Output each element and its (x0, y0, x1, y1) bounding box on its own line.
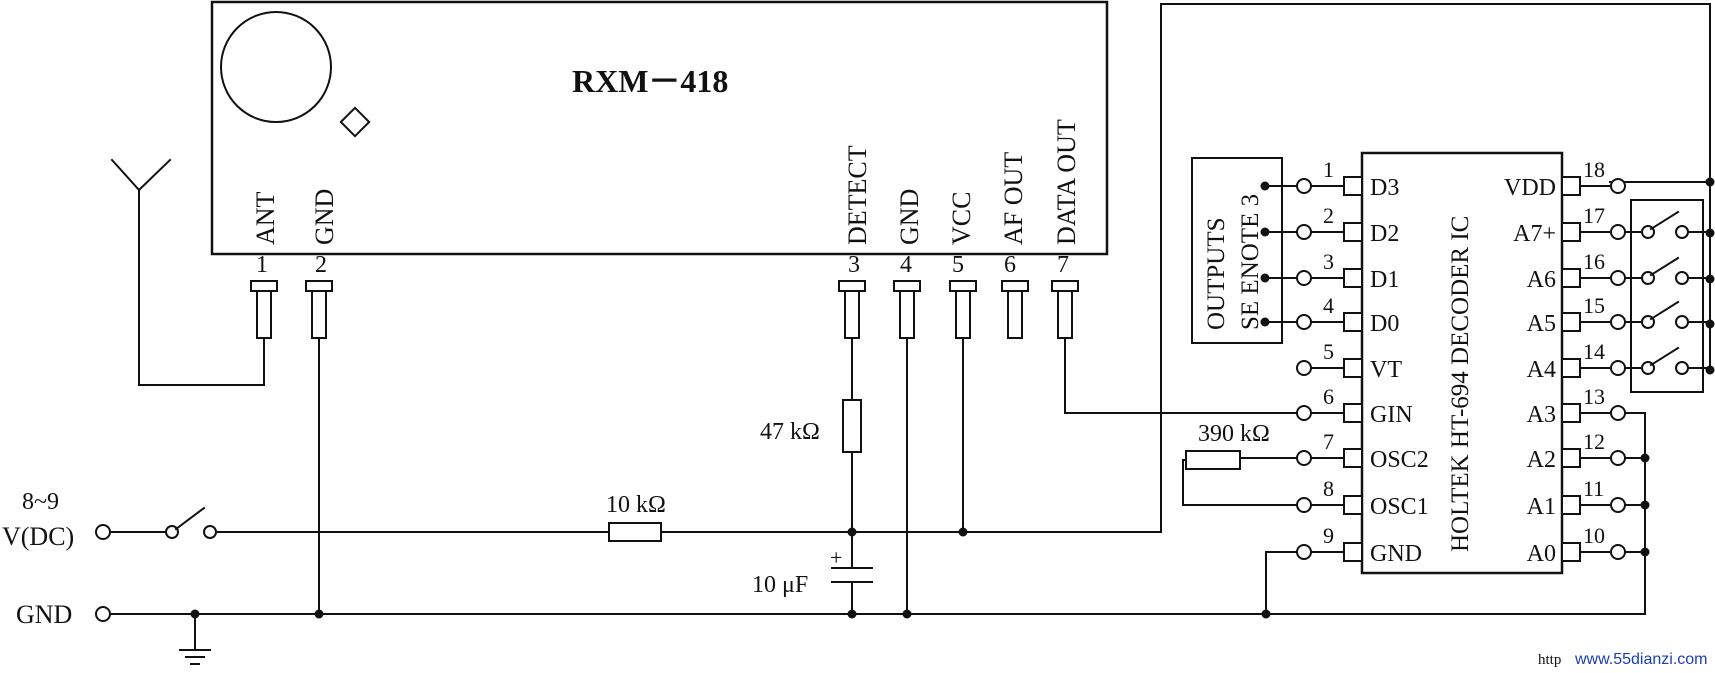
module-crystal (220, 11, 332, 123)
decoder-ic (1360, 151, 1564, 575)
pin-number-2: 2 (315, 252, 327, 278)
pin-label-ant: ANT (251, 191, 280, 245)
decoder-pin-label-d0: D0 (1370, 311, 1399, 337)
decoder-pin-num-11: 11 (1583, 476, 1604, 501)
decoder-pin-num-2: 2 (1323, 203, 1334, 228)
capacitor-polarity: + (830, 545, 842, 570)
decoder-pin-label-a2: A2 (1527, 447, 1556, 473)
decoder-pin-num-8: 8 (1323, 476, 1334, 501)
voltage-label-bottom: V(DC) (2, 522, 74, 551)
decoder-pin-num-10: 10 (1583, 523, 1605, 548)
watermark-prefix: http (1538, 652, 1561, 668)
pin-label-gnd2: GND (895, 189, 924, 245)
pin-number-7: 7 (1057, 252, 1069, 278)
decoder-pin-num-1: 1 (1323, 157, 1334, 182)
capacitor-label: 10 μF (752, 572, 808, 598)
decoder-pin-label-d2: D2 (1370, 221, 1399, 247)
decoder-pin-label-gin: GIN (1370, 402, 1413, 428)
power-switch-icon (165, 506, 217, 539)
decoder-name: HOLTEK HT-694 DECODER IC (1447, 216, 1474, 552)
ground-label: GND (16, 600, 72, 629)
decoder-pin-label-a1: A1 (1527, 494, 1556, 520)
resistor-10k-label: 10 kΩ (606, 492, 666, 518)
module-title: RXM－418 (572, 63, 728, 99)
capacitor-10uf (831, 567, 873, 583)
resistor-10k (608, 522, 662, 542)
decoder-pin-num-13: 13 (1583, 384, 1605, 409)
decoder-pin-num-3: 3 (1323, 249, 1334, 274)
decoder-pin-label-a7: A7+ (1513, 221, 1556, 247)
decoder-pin-label-vdd: VDD (1504, 175, 1556, 201)
decoder-pin-label-a4: A4 (1527, 357, 1556, 383)
decoder-pin-label-osc1: OSC1 (1370, 494, 1429, 520)
outputs-label: OUTPUTS (1203, 217, 1230, 330)
decoder-pin-num-14: 14 (1583, 339, 1605, 364)
pin-label-gnd: GND (310, 189, 339, 245)
dip-switch-icons (1624, 181, 1711, 375)
decoder-pin-num-4: 4 (1323, 293, 1334, 318)
pin-number-6: 6 (1004, 252, 1016, 278)
decoder-pin-label-gnd: GND (1370, 541, 1422, 567)
decoder-pin-num-6: 6 (1323, 384, 1334, 409)
antenna-icon (110, 158, 265, 386)
decoder-pin-label-d3: D3 (1370, 175, 1399, 201)
decoder-pin-label-vt: VT (1370, 357, 1402, 383)
decoder-pin-num-15: 15 (1583, 293, 1605, 318)
ground-icon (179, 649, 211, 665)
decoder-pin-label-a3: A3 (1527, 402, 1556, 428)
resistor-47k-label: 47 kΩ (760, 419, 820, 445)
output-wires (1264, 185, 1299, 323)
pin-number-1: 1 (256, 252, 268, 278)
decoder-pin-num-17: 17 (1583, 203, 1605, 228)
module-crystal-tab (339, 106, 371, 138)
wires (110, 3, 1711, 651)
decoder-pin-label-d1: D1 (1370, 267, 1399, 293)
decoder-pin-num-16: 16 (1583, 249, 1605, 274)
module-pin-connectors (250, 280, 1079, 339)
pin-label-data-out: DATA OUT (1052, 119, 1081, 245)
decoder-pin-label-osc2: OSC2 (1370, 447, 1429, 473)
decoder-pin-num-9: 9 (1323, 523, 1334, 548)
rxm-418-module (210, 0, 1109, 256)
decoder-left-pins (1296, 176, 1363, 562)
outputs-sublabel: SE ENOTE 3 (1237, 194, 1264, 330)
decoder-pin-label-a6: A6 (1527, 267, 1556, 293)
voltage-label-top: 8~9 (22, 489, 59, 515)
decoder-pin-num-18: 18 (1583, 157, 1605, 182)
decoder-pin-num-7: 7 (1323, 429, 1334, 454)
resistor-390k (1185, 450, 1241, 470)
pin-label-vcc: VCC (947, 192, 976, 245)
vdc-terminal (95, 524, 111, 540)
pin-number-4: 4 (900, 252, 912, 278)
decoder-pin-label-a5: A5 (1527, 311, 1556, 337)
resistor-390k-label: 390 kΩ (1198, 421, 1270, 447)
watermark-url: www.55dianzi.com (1574, 651, 1708, 668)
pin-label-af-out: AF OUT (999, 152, 1028, 245)
decoder-pin-num-12: 12 (1583, 429, 1605, 454)
pin-number-3: 3 (848, 252, 860, 278)
pin-number-5: 5 (952, 252, 964, 278)
decoder-pin-num-5: 5 (1323, 339, 1334, 364)
dip-switch-block (1630, 199, 1704, 393)
gnd-terminal (95, 606, 111, 622)
resistor-47k (842, 399, 862, 453)
pin-label-detect: DETECT (843, 145, 872, 245)
decoder-pin-label-a0: A0 (1527, 541, 1556, 567)
outputs-box (1191, 157, 1283, 344)
decoder-right-pins (1561, 176, 1626, 562)
